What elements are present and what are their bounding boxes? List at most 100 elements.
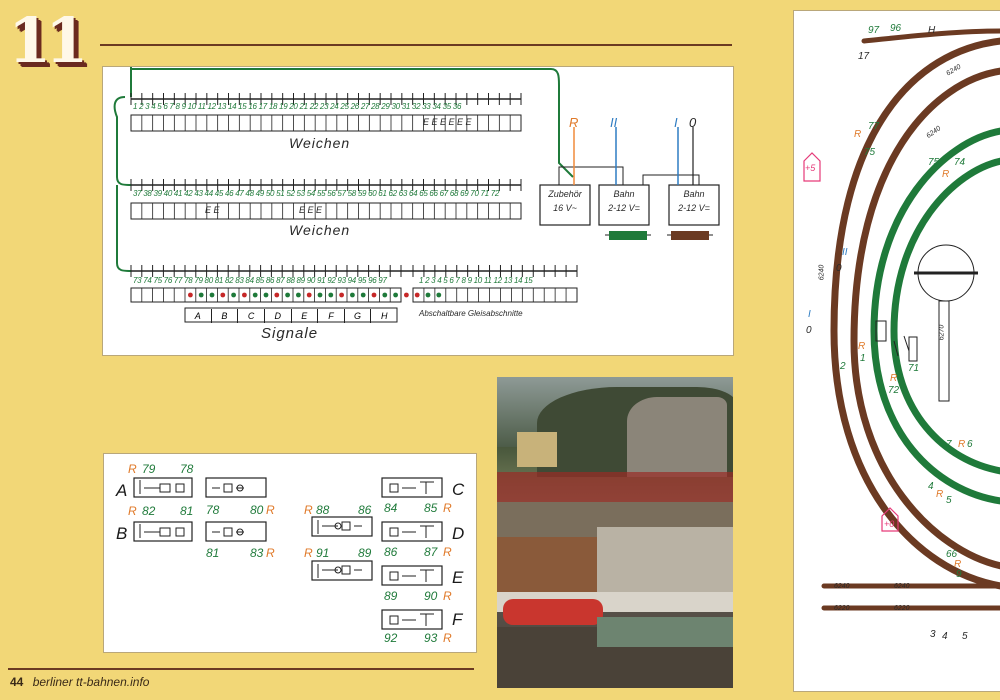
tp-r3: R: [858, 341, 866, 352]
signale-label: Signale: [261, 325, 319, 342]
tp-0a: 0: [836, 263, 842, 274]
track-plan-panel: 97 96 H 17 R 77 75 75 74 R +5 II 0 I 0 R…: [793, 10, 1000, 692]
e-right: 90: [424, 589, 438, 603]
wire-label-r: R: [569, 115, 579, 130]
tp-5a: 5: [946, 495, 952, 506]
signal-terminal-dot: [263, 292, 269, 298]
signal-terminal-dot: [306, 292, 312, 298]
tp-plus5: +5: [805, 163, 816, 173]
site-credit: berliner tt-bahnen.info: [32, 675, 150, 689]
signal-letter-cell: G: [345, 309, 372, 323]
tp-17: 17: [858, 51, 870, 62]
tp-code-8: 6220: [894, 605, 910, 612]
center2-left: 91: [316, 546, 330, 560]
c-r: R: [443, 501, 452, 515]
e-left: 89: [384, 589, 398, 603]
terminal-strip-1: [130, 93, 522, 132]
terminal-strip-2: [130, 179, 522, 220]
transformer-accessory-line1: Zubehör: [548, 189, 582, 199]
signal-terminal-dot: [285, 292, 290, 298]
transformers: [539, 127, 720, 240]
strip3-numbers: 73 74 75 76 77 78 79 80 81 82 83 84 85 8…: [133, 276, 387, 285]
weichen-label-1: Weichen: [289, 135, 351, 151]
c-left: 84: [384, 501, 398, 515]
strip2-marks-left: E E: [205, 205, 220, 215]
tp-h: H: [928, 25, 936, 36]
center1-r: R: [304, 503, 313, 517]
transformer-track1-line1: Bahn: [613, 189, 635, 199]
tp-72: 72: [888, 385, 900, 396]
tp-3: 3: [930, 629, 936, 640]
tp-7: 7: [946, 439, 952, 450]
tp-75b: 75: [928, 157, 940, 168]
tp-77: 77: [868, 121, 880, 132]
tp-74: 74: [954, 157, 966, 168]
signal-letter-cell: D: [265, 309, 292, 323]
tp-r1: R: [854, 129, 862, 140]
tp-r4: R: [890, 373, 898, 384]
tp-2: 2: [840, 361, 846, 372]
tp-i: I: [808, 309, 811, 320]
tp-75a: 75: [864, 147, 876, 158]
tp-9: 9: [956, 569, 962, 580]
center2-right: 89: [358, 546, 372, 560]
signal-letter-cell: H: [380, 311, 388, 321]
tp-1: 1: [860, 353, 866, 364]
tp-code-5: 6240: [834, 583, 850, 590]
signal-terminal-dot: [425, 292, 431, 298]
signal-terminal-dot: [339, 292, 344, 298]
tp-plus0: +0: [884, 519, 895, 529]
signal-letter-f: F: [452, 610, 463, 629]
signal-terminal-dot: [209, 292, 215, 298]
signal-diagram-panel: A R 79 78 B R 82 81 78 80 R 81 83 R R 88…: [103, 453, 477, 653]
mid1-r: R: [266, 503, 275, 517]
center1-left: 88: [316, 503, 330, 517]
strip2-marks-mid: E E E: [299, 205, 323, 215]
footer-rule: [8, 668, 474, 670]
tp-code-6: 6240: [894, 583, 910, 590]
sections-label: Abschaltbare Gleisabschnitte: [419, 309, 523, 318]
signal-terminal-dot: [317, 292, 323, 298]
signal-terminal-dot: [231, 292, 237, 298]
signal-terminal-dot: [350, 292, 355, 298]
signal-terminal-dot: [274, 292, 280, 298]
wiring-diagram: [113, 67, 720, 323]
tp-code-4: 6240: [818, 264, 826, 281]
mid2-left: 81: [206, 546, 220, 560]
strip1-marks: E E E E E E: [423, 117, 472, 127]
signal-terminal-dot: [242, 292, 247, 298]
wire-label-0: 0: [689, 115, 697, 130]
signal-terminal-dot: [328, 292, 334, 298]
tp-97: 97: [868, 25, 880, 36]
wiring-diagram-panel: 1 2 3 4 5 6 7 8 9 10 11 12 13 14 15 16 1…: [102, 66, 734, 356]
mid1-right: 80: [250, 503, 264, 517]
f-left: 92: [384, 631, 398, 645]
tp-r7: R: [954, 559, 962, 570]
center1-right: 86: [358, 503, 372, 517]
signal-letter-a: A: [116, 481, 128, 500]
mid2-r: R: [266, 546, 275, 560]
tp-code-7: 6220: [834, 605, 850, 612]
signal-letter-cell: B: [212, 309, 239, 323]
signal-terminal-dot: [371, 292, 377, 298]
signal-terminal-dot: [436, 292, 442, 298]
chapter-number: 11: [8, 4, 88, 77]
terminal-strip-3: [130, 265, 578, 303]
signal-terminal-dot: [252, 292, 258, 298]
signal-letter-cell: F: [318, 309, 345, 323]
signal-a-left: 79: [142, 462, 156, 476]
d-left: 86: [384, 545, 398, 559]
tp-0b: 0: [806, 325, 812, 336]
tp-code-3: 6270: [938, 324, 946, 341]
mid1-left: 78: [206, 503, 220, 517]
tp-4b: 4: [942, 631, 948, 642]
transformer-track1-line2: 2-12 V=: [608, 203, 640, 213]
tp-r6: R: [936, 489, 944, 500]
d-r: R: [443, 545, 452, 559]
signal-letter-b: B: [116, 524, 128, 543]
transformer-accessory-line2: 16 V~: [553, 203, 577, 213]
weichen-label-2: Weichen: [289, 222, 351, 238]
tp-66: 66: [946, 549, 958, 560]
